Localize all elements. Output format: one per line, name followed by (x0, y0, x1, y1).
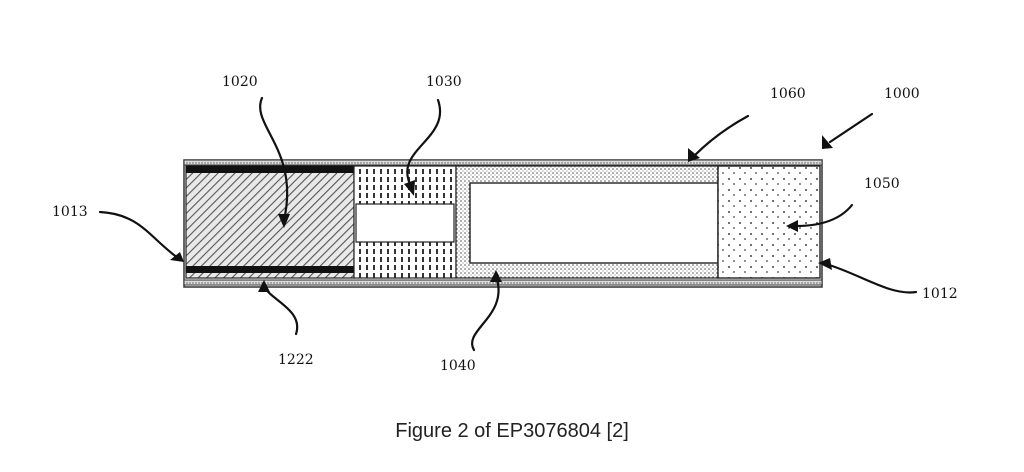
leader-1030 (404, 98, 442, 196)
label-1030: 1030 (426, 74, 462, 90)
leader-1060 (688, 114, 750, 162)
leader-1020 (259, 96, 290, 228)
leader-1013 (98, 210, 184, 262)
label-1012: 1012 (922, 286, 958, 302)
figure-caption: Figure 2 of EP3076804 [2] (395, 420, 629, 442)
leader-1012 (818, 258, 918, 294)
leader-1222 (258, 280, 299, 336)
segment-1020 (185, 165, 355, 279)
leader-1000 (822, 112, 874, 149)
label-1040: 1040 (440, 358, 476, 374)
segment-1030 (353, 165, 457, 279)
leader-1040 (471, 270, 502, 352)
label-1000: 1000 (884, 86, 920, 102)
label-1013: 1013 (52, 204, 88, 220)
label-1222: 1222 (278, 352, 314, 368)
label-1050: 1050 (864, 176, 900, 192)
label-1020: 1020 (222, 74, 258, 90)
segment-1050 (717, 165, 821, 279)
segment-1040 (455, 165, 719, 279)
leader-1050 (786, 203, 854, 232)
label-1060: 1060 (770, 86, 806, 102)
